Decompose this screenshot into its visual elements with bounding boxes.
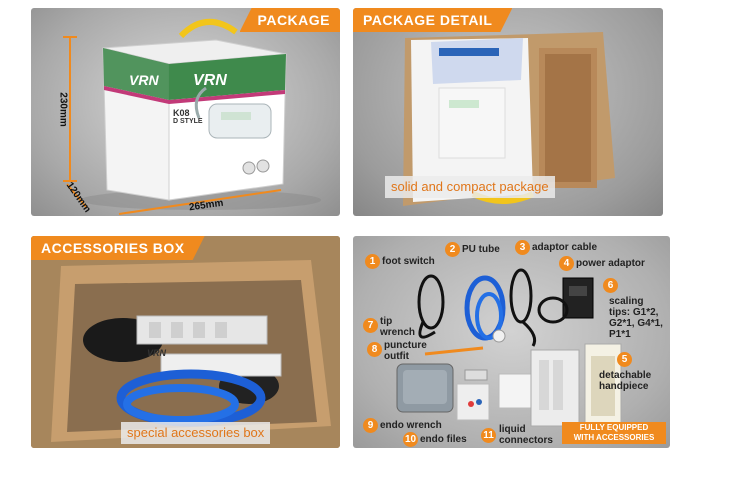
callout-5-number: 5 (617, 352, 632, 367)
callout-9-label: endo wrench (380, 420, 442, 431)
package-detail-caption: solid and compact package (385, 176, 555, 198)
callout-5-label: detachable handpiece (599, 370, 652, 392)
callout-4-label: power adaptor (576, 258, 645, 269)
open-box-illustration (403, 32, 615, 206)
inner-box-brand: VRN (147, 348, 167, 358)
callout-11-label: liquid connectors (499, 424, 553, 446)
box-style: D STYLE (173, 118, 203, 125)
accessories-panel: 1 foot switch 2 PU tube 3 adaptor cable … (353, 236, 670, 448)
callout-7-label: tip wrench (380, 316, 416, 338)
accessories-box-tag: ACCESSORIES BOX (31, 236, 205, 260)
height-dimension-line (69, 36, 71, 182)
callout-6-number: 6 (603, 278, 618, 293)
box-brand-right: VRN (193, 72, 227, 89)
callout-7-number: 7 (363, 318, 378, 333)
box-model: K08 (173, 108, 190, 118)
callout-3-number: 3 (515, 240, 530, 255)
callout-2-label: PU tube (462, 244, 500, 255)
dimension-arrows (66, 183, 282, 215)
callout-4-number: 4 (559, 256, 574, 271)
callout-1-label: foot switch (382, 256, 435, 267)
package-detail-tag: PACKAGE DETAIL (353, 8, 512, 32)
fully-equipped-line-2: WITH ACCESSORIES (573, 433, 655, 442)
fully-equipped-badge: FULLY EQUIPPED WITH ACCESSORIES (562, 422, 666, 444)
callout-10-number: 10 (403, 432, 418, 447)
accessories-box-illustration (31, 236, 340, 448)
callout-8-label: puncture outfit (384, 340, 427, 362)
fully-equipped-line-1: FULLY EQUIPPED (579, 423, 649, 432)
callout-2-number: 2 (445, 242, 460, 257)
accessories-box-panel: VRN ACCESSORIES BOX special accessories … (31, 236, 340, 448)
callout-1-number: 1 (365, 254, 380, 269)
package-detail-panel: PACKAGE DETAIL solid and compact package (353, 8, 663, 216)
accessories-box-caption: special accessories box (121, 422, 271, 444)
callout-11-number: 11 (481, 428, 496, 443)
package-tag: PACKAGE (239, 8, 340, 32)
callout-9-number: 9 (363, 418, 378, 433)
height-dimension-cap-top (63, 36, 77, 38)
package-panel: PACKAGE VRN VRN K08 D STYLE 230mm 1 (31, 8, 340, 216)
callout-10-label: endo files (420, 434, 467, 445)
package-box-illustration (81, 18, 321, 210)
box-brand-left: VRN (129, 72, 159, 88)
callout-6-label: scaling tips: G1*2, G2*1, G4*1, P1*1 (609, 296, 663, 340)
callout-3-label: adaptor cable (532, 242, 598, 253)
height-dimension-cap-bottom (63, 180, 77, 182)
accessories-illustration (396, 268, 622, 431)
callout-8-number: 8 (367, 342, 382, 357)
